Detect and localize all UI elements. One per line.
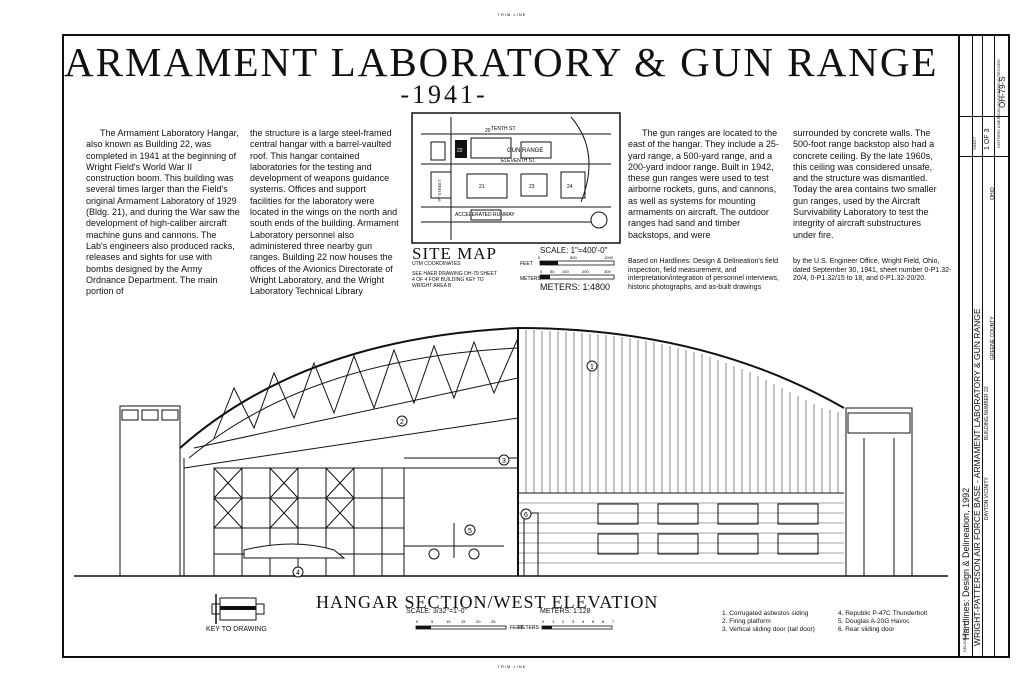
- paragraph: the structure is a large steel-framed ce…: [250, 128, 399, 297]
- sidebar-base-title: WRIGHT-PATTERSON AIR FORCE BASE - ARMAME…: [972, 308, 982, 646]
- runway-label: ACCELERATED RUNWAY: [455, 212, 515, 218]
- marker-2: 2: [400, 419, 404, 426]
- street-p-label: "P" STREET: [437, 179, 442, 202]
- marker-3: 3: [502, 458, 506, 465]
- title-block: [960, 34, 1010, 658]
- sidebar-location: DAYTON VICINITY: [984, 477, 990, 520]
- building-22-marker: [455, 140, 467, 158]
- based-on-note: Based on Hardlines: Design & Delineation…: [628, 258, 779, 291]
- section-title: HANGAR SECTION/WEST ELEVATION: [316, 592, 659, 612]
- title-block-divider: [960, 116, 1008, 117]
- trim-line-bottom: TRIM LINE: [497, 664, 527, 669]
- text-column-1: The Armament Laboratory Hangar, also kno…: [86, 128, 240, 297]
- sec-feet-label: FEET: [510, 625, 523, 631]
- sec-ft-tick: 5: [431, 619, 434, 624]
- scale-meters-label: METERS: [520, 276, 542, 282]
- sec-meters-label: METERS: [518, 625, 540, 631]
- sec-ft-tick: 25: [491, 619, 496, 624]
- legend-item: 6. Rear sliding door: [838, 626, 895, 633]
- section-meters: METERS: 1:128: [540, 608, 591, 615]
- legend-item: 3. Vertical sliding door (tail door): [722, 626, 815, 633]
- key-to-drawing-label: KEY TO DRAWING: [206, 626, 267, 633]
- paragraph: The Armament Laboratory Hangar, also kno…: [86, 128, 240, 297]
- sidebar-sheet: 1 OF 3: [984, 128, 991, 150]
- site-map-scale-bar: FEET 0 500 1000 METERS 0 50 100 200 300: [520, 256, 615, 282]
- legend-item: 2. Firing platform: [722, 618, 771, 625]
- bldg-24-label: 24: [567, 184, 573, 190]
- scale-m-tick: 0: [540, 269, 543, 274]
- scale-m-tick: 200: [582, 269, 589, 274]
- site-map-meters-ratio: METERS: 1:4800: [540, 282, 611, 292]
- site-map: TENTH ST. ELEVENTH ST. "P" STREET ACCELE…: [411, 112, 621, 244]
- engineer-office-note: by the U.S. Engineer Office, Wright Fiel…: [793, 258, 952, 283]
- sidebar-sheet-label: SHEET: [972, 136, 977, 150]
- sec-ft-tick: 0: [416, 619, 419, 624]
- scale-m-tick: 300: [604, 269, 611, 274]
- legend-item: 5. Douglas A-20G Havoc: [838, 618, 910, 625]
- street-eleventh-label: ELEVENTH ST.: [501, 158, 536, 164]
- sec-m-tick: 5: [592, 619, 595, 624]
- scale-m-tick: 50: [550, 269, 555, 274]
- sidebar-number: OH-79-S: [998, 76, 1007, 108]
- sec-m-tick: 2: [562, 619, 565, 624]
- site-map-title: SITE MAP: [412, 244, 497, 263]
- key-to-drawing-diagram: [211, 594, 265, 624]
- bldg-23-label: 23: [529, 184, 535, 190]
- scale-ft-tick: 1000: [604, 256, 614, 260]
- sec-m-tick: 3: [572, 619, 575, 624]
- sec-m-tick: 6: [602, 619, 605, 624]
- marker-6: 6: [524, 512, 528, 519]
- marker-5: 5: [468, 528, 472, 535]
- street-tenth-label: TENTH ST.: [491, 126, 516, 132]
- bldg-21-label: 21: [479, 184, 485, 190]
- trim-line-top: TRIM LINE: [497, 12, 527, 17]
- section-scale-bar: 0 5 10 15 20 25 FEET METERS 0 1 2 3 4 5 …: [415, 619, 615, 631]
- paragraph: surrounded by concrete walls. The 500-fo…: [793, 128, 937, 240]
- marker-4: 4: [296, 570, 300, 577]
- gun-range-label: GUN RANGE: [507, 148, 543, 154]
- hangar-elevation: 1 2 3 4 5 6: [74, 327, 948, 578]
- section-scale: SCALE: 3/32"=1'-0": [406, 608, 467, 615]
- sheet-year: -1941-: [400, 80, 488, 109]
- text-column-3: The gun ranges are located to the east o…: [628, 128, 780, 241]
- site-map-note: SEE HAER DRAWING OH-79 SHEET 4 OF 4 FOR …: [412, 271, 497, 289]
- sec-m-tick: 1: [552, 619, 555, 624]
- sec-ft-tick: 15: [461, 619, 466, 624]
- scale-ft-tick: 0: [538, 256, 541, 260]
- sidebar-county: GREENE COUNTY: [990, 316, 996, 360]
- site-map-utm: UTM COORDINATES: [412, 261, 461, 267]
- bldg-22-label: 22: [457, 148, 463, 154]
- sidebar-building: BUILDING NUMBER 22: [984, 386, 990, 440]
- sec-m-tick: 4: [582, 619, 585, 624]
- title-block-divider: [960, 156, 1008, 157]
- site-map-scale: SCALE: 1"=400'-0": [540, 246, 608, 255]
- sidebar-state: OHIO: [990, 187, 996, 200]
- scale-feet-label: FEET: [520, 261, 533, 267]
- scale-m-tick: 100: [562, 269, 569, 274]
- bldg-20-label: 20: [485, 128, 491, 134]
- text-column-4: surrounded by concrete walls. The 500-fo…: [793, 128, 943, 241]
- sec-m-tick: 0: [542, 619, 545, 624]
- legend-item: 1. Corrugated asbestos siding: [722, 610, 809, 617]
- title-block-divider: [972, 36, 973, 658]
- legend-item: 4. Republic P-47C Thunderbolt: [838, 610, 928, 617]
- sec-m-tick: 7: [612, 619, 615, 624]
- sidebar-delineator: Hardlines: Design & Delineation, 1992: [961, 487, 971, 640]
- marker-1: 1: [590, 364, 594, 371]
- legend-right: 4. Republic P-47C Thunderbolt 5. Douglas…: [838, 610, 927, 634]
- title-block-divider: [994, 36, 995, 658]
- legend-left: 1. Corrugated asbestos siding 2. Firing …: [722, 610, 815, 634]
- sheet-title: ARMAMENT LABORATORY & GUN RANGE: [64, 39, 939, 85]
- title-block-divider: [982, 36, 983, 658]
- sheet-frame: [62, 34, 960, 658]
- paragraph: The gun ranges are located to the east o…: [628, 128, 779, 240]
- sec-ft-tick: 10: [446, 619, 451, 624]
- text-column-2: the structure is a large steel-framed ce…: [250, 128, 400, 297]
- scale-ft-tick: 500: [570, 256, 577, 260]
- sec-ft-tick: 20: [476, 619, 481, 624]
